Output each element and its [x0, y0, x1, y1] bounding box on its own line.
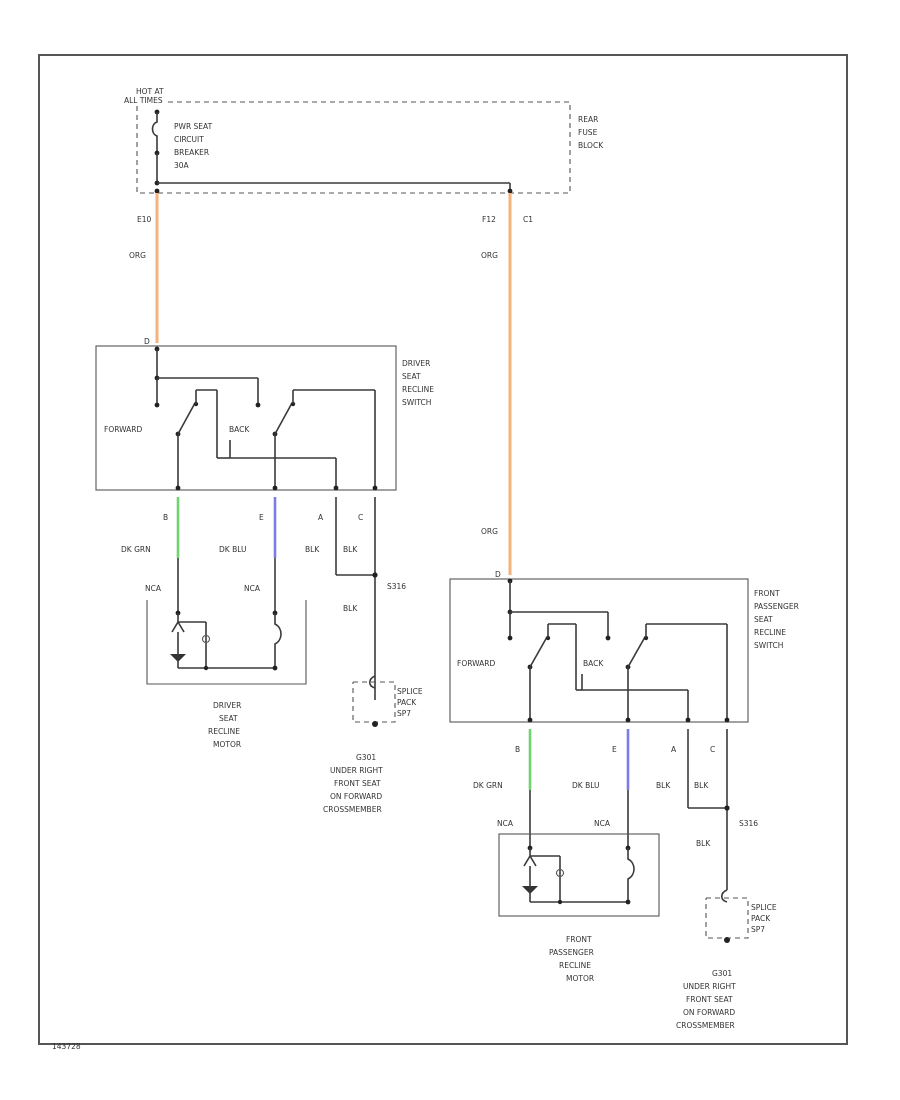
fuse-block-name-3: BLOCK — [578, 141, 604, 150]
ground-right-2: UNDER RIGHT — [683, 982, 736, 991]
rear-fuse-block: HOT AT ALL TIMES REAR FUSE BLOCK — [124, 87, 604, 194]
driver-seat-recline-motor — [146, 600, 307, 685]
passenger-switch-name-5: SWITCH — [754, 641, 783, 650]
passenger-recline-motor — [498, 833, 660, 917]
ground-right-5: CROSSMEMBER — [676, 1021, 735, 1030]
fuse-block-name-1: REAR — [578, 115, 598, 124]
splice-left-pack-2: PACK — [397, 698, 417, 707]
splice-left-pack-1: SPLICE — [397, 687, 423, 696]
org-wire-label-right-2: ORG — [481, 527, 498, 536]
splice-left-pack-3: SP7 — [397, 709, 411, 718]
passenger-blk-label-ground: BLK — [696, 839, 711, 848]
driver-motor-name-4: MOTOR — [213, 740, 241, 749]
passenger-blk-label-c: BLK — [694, 781, 709, 790]
driver-motor-name-3: RECLINE — [208, 727, 240, 736]
passenger-switch-name-2: PASSENGER — [754, 602, 799, 611]
passenger-switch-name-3: SEAT — [754, 615, 773, 624]
driver-switch-name-3: RECLINE — [402, 385, 434, 394]
passenger-motor-name-2: PASSENGER — [549, 948, 594, 957]
fuse-pin-left-label: E10 — [137, 215, 152, 224]
driver-switch-pin-d: D — [144, 337, 150, 346]
passenger-pin-b: B — [515, 745, 520, 754]
passenger-motor-name-3: RECLINE — [559, 961, 591, 970]
splice-pack-left: SPLICE PACK SP7 — [352, 675, 423, 727]
ground-left-2: UNDER RIGHT — [330, 766, 383, 775]
hot-at-label-1: HOT AT — [136, 87, 164, 96]
driver-motor-name-2: SEAT — [219, 714, 238, 723]
org-wire-label-right-1: ORG — [481, 251, 498, 260]
splice-right-pack-2: PACK — [751, 914, 771, 923]
ground-right-4: ON FORWARD — [683, 1008, 735, 1017]
breaker-label-1: PWR SEAT — [174, 122, 213, 131]
driver-dk-blu-label: DK BLU — [219, 545, 247, 554]
ground-right-3: FRONT SEAT — [686, 995, 733, 1004]
passenger-nca-label-right: NCA — [594, 819, 611, 828]
driver-pin-b: B — [163, 513, 168, 522]
splice-pack-right: SPLICE PACK SP7 — [705, 889, 777, 943]
power-seat-circuit-breaker: PWR SEAT CIRCUIT BREAKER 30A — [151, 109, 213, 186]
ground-left-5: CROSSMEMBER — [323, 805, 382, 814]
passenger-motor-name-1: FRONT — [566, 935, 592, 944]
breaker-label-3: BREAKER — [174, 148, 209, 157]
passenger-pin-c: C — [710, 745, 715, 754]
driver-blk-label-a: BLK — [305, 545, 320, 554]
driver-blk-label-c: BLK — [343, 545, 358, 554]
passenger-switch-name-1: FRONT — [754, 589, 780, 598]
fuse-pin-right-extra-label: C1 — [523, 215, 533, 224]
driver-pin-e: E — [259, 513, 264, 522]
ground-left-4: ON FORWARD — [330, 792, 382, 801]
driver-forward-label: FORWARD — [104, 425, 142, 434]
splice-right-pack-3: SP7 — [751, 925, 765, 934]
hot-at-label-2: ALL TIMES — [124, 96, 163, 105]
passenger-pin-a: A — [671, 745, 677, 754]
passenger-dk-grn-label: DK GRN — [473, 781, 503, 790]
passenger-forward-label: FORWARD — [457, 659, 495, 668]
ground-right-1: G301 — [712, 969, 732, 978]
passenger-dk-blu-label: DK BLU — [572, 781, 600, 790]
driver-pin-a: A — [318, 513, 324, 522]
driver-seat-recline-switch: DRIVER SEAT RECLINE SWITCH D FORWARD BAC… — [95, 337, 434, 491]
driver-pin-c: C — [358, 513, 363, 522]
passenger-seat-recline-switch: FRONT PASSENGER SEAT RECLINE SWITCH D FO… — [449, 570, 799, 723]
driver-blk-label-ground: BLK — [343, 604, 358, 613]
driver-nca-label-left: NCA — [145, 584, 162, 593]
passenger-splice-id: S316 — [739, 819, 758, 828]
driver-switch-name-4: SWITCH — [402, 398, 431, 407]
driver-dk-grn-label: DK GRN — [121, 545, 151, 554]
passenger-nca-label-left: NCA — [497, 819, 514, 828]
diagram-frame — [38, 54, 848, 1045]
driver-switch-name-2: SEAT — [402, 372, 421, 381]
driver-switch-name-1: DRIVER — [402, 359, 430, 368]
driver-back-label: BACK — [229, 425, 250, 434]
splice-right-pack-1: SPLICE — [751, 903, 777, 912]
breaker-label-4: 30A — [174, 161, 190, 170]
org-wire-label-left: ORG — [129, 251, 146, 260]
passenger-back-label: BACK — [583, 659, 604, 668]
breaker-label-2: CIRCUIT — [174, 135, 204, 144]
passenger-blk-label-a: BLK — [656, 781, 671, 790]
fuse-pin-right-label: F12 — [482, 215, 496, 224]
passenger-switch-pin-d: D — [495, 570, 501, 579]
ground-left-1: G301 — [356, 753, 376, 762]
diagram-code: 143728 — [52, 1042, 81, 1051]
ground-left-3: FRONT SEAT — [334, 779, 381, 788]
passenger-switch-name-4: RECLINE — [754, 628, 786, 637]
driver-nca-label-right: NCA — [244, 584, 261, 593]
driver-motor-name-1: DRIVER — [213, 701, 241, 710]
passenger-pin-e: E — [612, 745, 617, 754]
driver-splice-id: S316 — [387, 582, 406, 591]
fuse-block-name-2: FUSE — [578, 128, 598, 137]
passenger-motor-name-4: MOTOR — [566, 974, 594, 983]
